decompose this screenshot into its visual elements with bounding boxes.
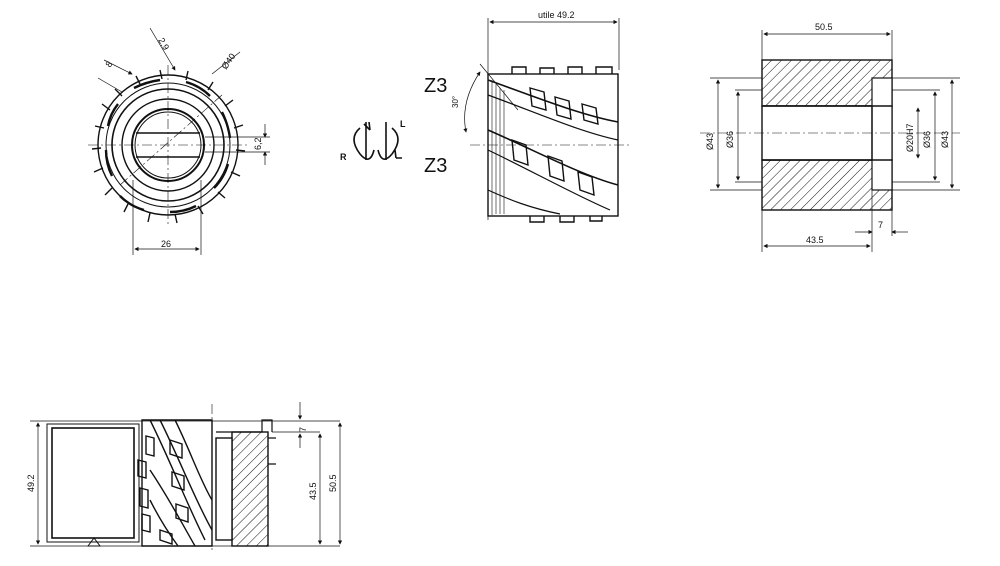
side-view	[463, 18, 630, 223]
front-view	[88, 27, 270, 255]
front-dim-6-2: 6,2	[253, 137, 263, 150]
bottom-dim-7: 7	[298, 427, 308, 432]
rotation-left-icon	[377, 127, 399, 160]
side-z3-top: Z3	[424, 75, 447, 97]
side-dim-utile: utile 49.2	[538, 10, 575, 20]
bottom-dim-50-5: 50.5	[328, 474, 338, 492]
bottom-insert-plate	[51, 427, 135, 539]
front-dim-26: 26	[161, 239, 171, 249]
section-dim-dia43-left: Ø43	[705, 133, 715, 150]
section-dim-dia36-left: Ø36	[725, 131, 735, 148]
section-dim-dia43-right: Ø43	[940, 131, 950, 148]
section-dim-7: 7	[878, 220, 883, 230]
rotation-symbol	[353, 121, 402, 160]
section-dim-dia36-right: Ø36	[922, 131, 932, 148]
side-z3-bottom: Z3	[424, 155, 447, 177]
section-dim-43-5: 43.5	[806, 235, 824, 245]
side-angle-30: 30°	[451, 96, 460, 108]
teeth-marks	[91, 69, 246, 224]
section-view	[700, 30, 960, 252]
front-dim-2-9: 2,9	[156, 36, 171, 52]
rotation-right-icon	[353, 127, 375, 160]
bottom-dim-49-2: 49.2	[26, 474, 36, 492]
section-dim-dia20h7: Ø20H7	[905, 123, 915, 152]
section-dim-50-5: 50.5	[815, 22, 833, 32]
bottom-hatch-section	[231, 431, 269, 547]
bottom-view	[30, 402, 343, 550]
rotation-label-r: R	[340, 152, 347, 162]
bottom-dim-43-5: 43.5	[308, 482, 318, 500]
front-dim-8: 8	[103, 59, 114, 69]
front-dim-dia40: Ø40	[219, 51, 237, 71]
section-hatch-bottom	[761, 159, 893, 211]
rotation-label-l: L	[400, 119, 406, 129]
